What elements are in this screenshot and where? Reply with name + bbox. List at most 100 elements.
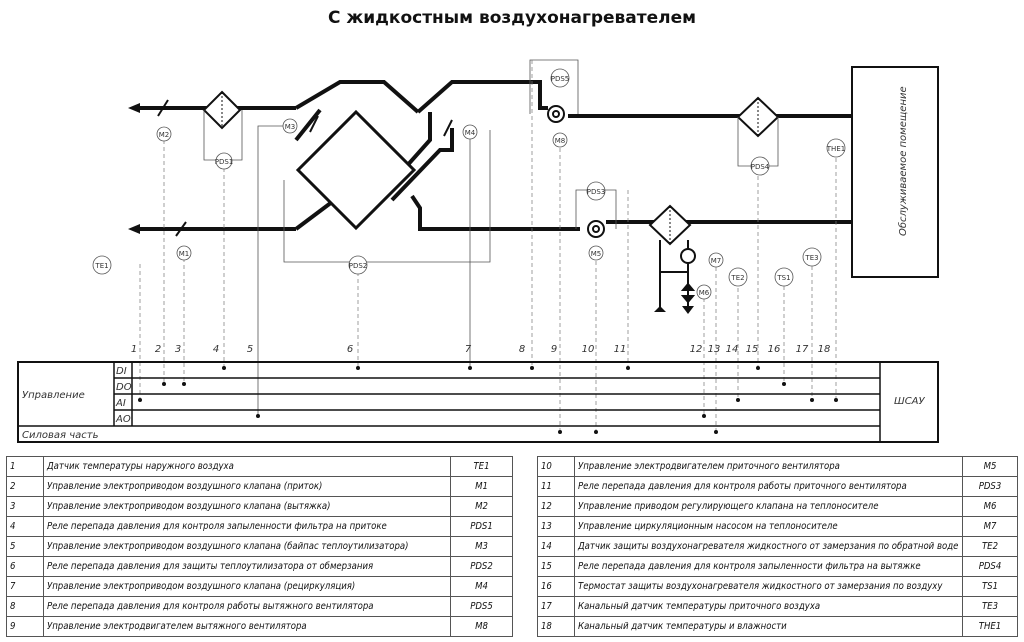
- ventilation-scheme: M2 M1 PDS1 M3 PDS2 M4 PDS5 M8 PDS3 M5 M7…: [17, 59, 939, 443]
- device-label-te2: TE2: [730, 274, 744, 282]
- legend-number: 7: [6, 576, 44, 597]
- serviced-room: [851, 66, 939, 278]
- water-return-arrow: [682, 306, 694, 314]
- terminal-number: 5: [247, 344, 253, 355]
- device-label-te1: TE1: [94, 262, 108, 270]
- legend-description: Управление электроприводом воздушного кл…: [43, 536, 451, 557]
- signal-ai: AI: [115, 398, 126, 409]
- legend-code: M1: [450, 476, 513, 497]
- legend-code: THE1: [962, 616, 1018, 637]
- power-label: Силовая часть: [22, 430, 99, 441]
- legend-number: 18: [537, 616, 575, 637]
- terminal-number: 2: [155, 344, 161, 355]
- legend-number: 8: [6, 596, 44, 617]
- device-label-the1: THE1: [826, 145, 845, 153]
- diagram-title: С жидкостным воздухонагревателем: [327, 8, 697, 28]
- legend-number: 2: [6, 476, 44, 497]
- legend-code: PDS3: [962, 476, 1018, 497]
- legend-code: M5: [962, 456, 1018, 477]
- legend-description: Управление циркуляционным насосом на теп…: [574, 516, 963, 537]
- damper-m3: [309, 115, 319, 133]
- terminal-number: 18: [818, 344, 831, 355]
- legend-description: Управление электродвигателем приточного …: [574, 456, 963, 477]
- exhaust-filter: [202, 90, 242, 130]
- control-panel: [17, 361, 939, 443]
- legend-description: Управление электроприводом воздушного кл…: [43, 496, 451, 517]
- legend-code: M3: [450, 536, 513, 557]
- terminal-number: 16: [768, 344, 781, 355]
- device-label-ts1: TS1: [776, 274, 790, 282]
- legend-number: 11: [537, 476, 575, 497]
- damper-m1: [175, 221, 187, 237]
- legend-code: M8: [450, 616, 513, 637]
- device-label-m4: M4: [465, 129, 476, 137]
- legend-code: TE3: [962, 596, 1018, 617]
- legend-code: TS1: [962, 576, 1018, 597]
- legend-description: Реле перепада давления для контроля рабо…: [574, 476, 963, 497]
- legend-number: 9: [6, 616, 44, 637]
- legend-code: PDS2: [450, 556, 513, 577]
- legend-number: 6: [6, 556, 44, 577]
- terminal-number: 15: [746, 344, 759, 355]
- terminal-dots: [138, 366, 838, 434]
- legend-number: 13: [537, 516, 575, 537]
- heater-filter: [648, 204, 692, 246]
- supply-filter: [736, 96, 780, 138]
- legend-number: 1: [6, 456, 44, 477]
- legend-number: 12: [537, 496, 575, 517]
- legend-code: PDS1: [450, 516, 513, 537]
- damper-m2: [157, 99, 169, 117]
- legend-number: 16: [537, 576, 575, 597]
- signal-do: DO: [116, 382, 132, 393]
- device-label-pds5: PDS5: [551, 75, 570, 83]
- terminal-number: 9: [551, 344, 557, 355]
- cabinet-label: ШСАУ: [894, 396, 926, 407]
- terminal-number: 10: [582, 344, 595, 355]
- supply-duct: [136, 194, 878, 231]
- terminal-number: 7: [465, 344, 472, 355]
- legend-number: 10: [537, 456, 575, 477]
- device-label-m7: M7: [711, 257, 722, 265]
- terminal-number: 12: [690, 344, 703, 355]
- terminal-number: 17: [796, 344, 809, 355]
- device-label-pds1: PDS1: [215, 158, 234, 166]
- legend-description: Канальный датчик температуры и влажности: [574, 616, 963, 637]
- supply-fan: [587, 220, 605, 238]
- room-label: Обслуживаемое помещение: [897, 86, 909, 236]
- device-label-m6: M6: [699, 289, 710, 297]
- legend-number: 5: [6, 536, 44, 557]
- legend-description: Реле перепада давления для контроля запы…: [574, 556, 963, 577]
- legend-code: TE2: [962, 536, 1018, 557]
- water-supply-arrow: [654, 306, 666, 312]
- device-label-m8: M8: [555, 137, 566, 145]
- signal-ao: AO: [115, 414, 131, 425]
- device-label-m1: M1: [179, 250, 190, 258]
- device-label-te3: TE3: [804, 254, 818, 262]
- terminal-number: 6: [347, 344, 353, 355]
- legend-code: TE1: [450, 456, 513, 477]
- legend-description: Управление электроприводом воздушного кл…: [43, 476, 451, 497]
- exhaust-fan: [547, 105, 565, 123]
- supply-intake-arrow: [128, 224, 140, 234]
- legend-code: M6: [962, 496, 1018, 517]
- legend-number: 3: [6, 496, 44, 517]
- terminal-number: 8: [519, 344, 525, 355]
- terminal-number: 13: [708, 344, 721, 355]
- heat-recovery-unit: [295, 109, 417, 231]
- legend-number: 17: [537, 596, 575, 617]
- damper-m4: [443, 119, 453, 137]
